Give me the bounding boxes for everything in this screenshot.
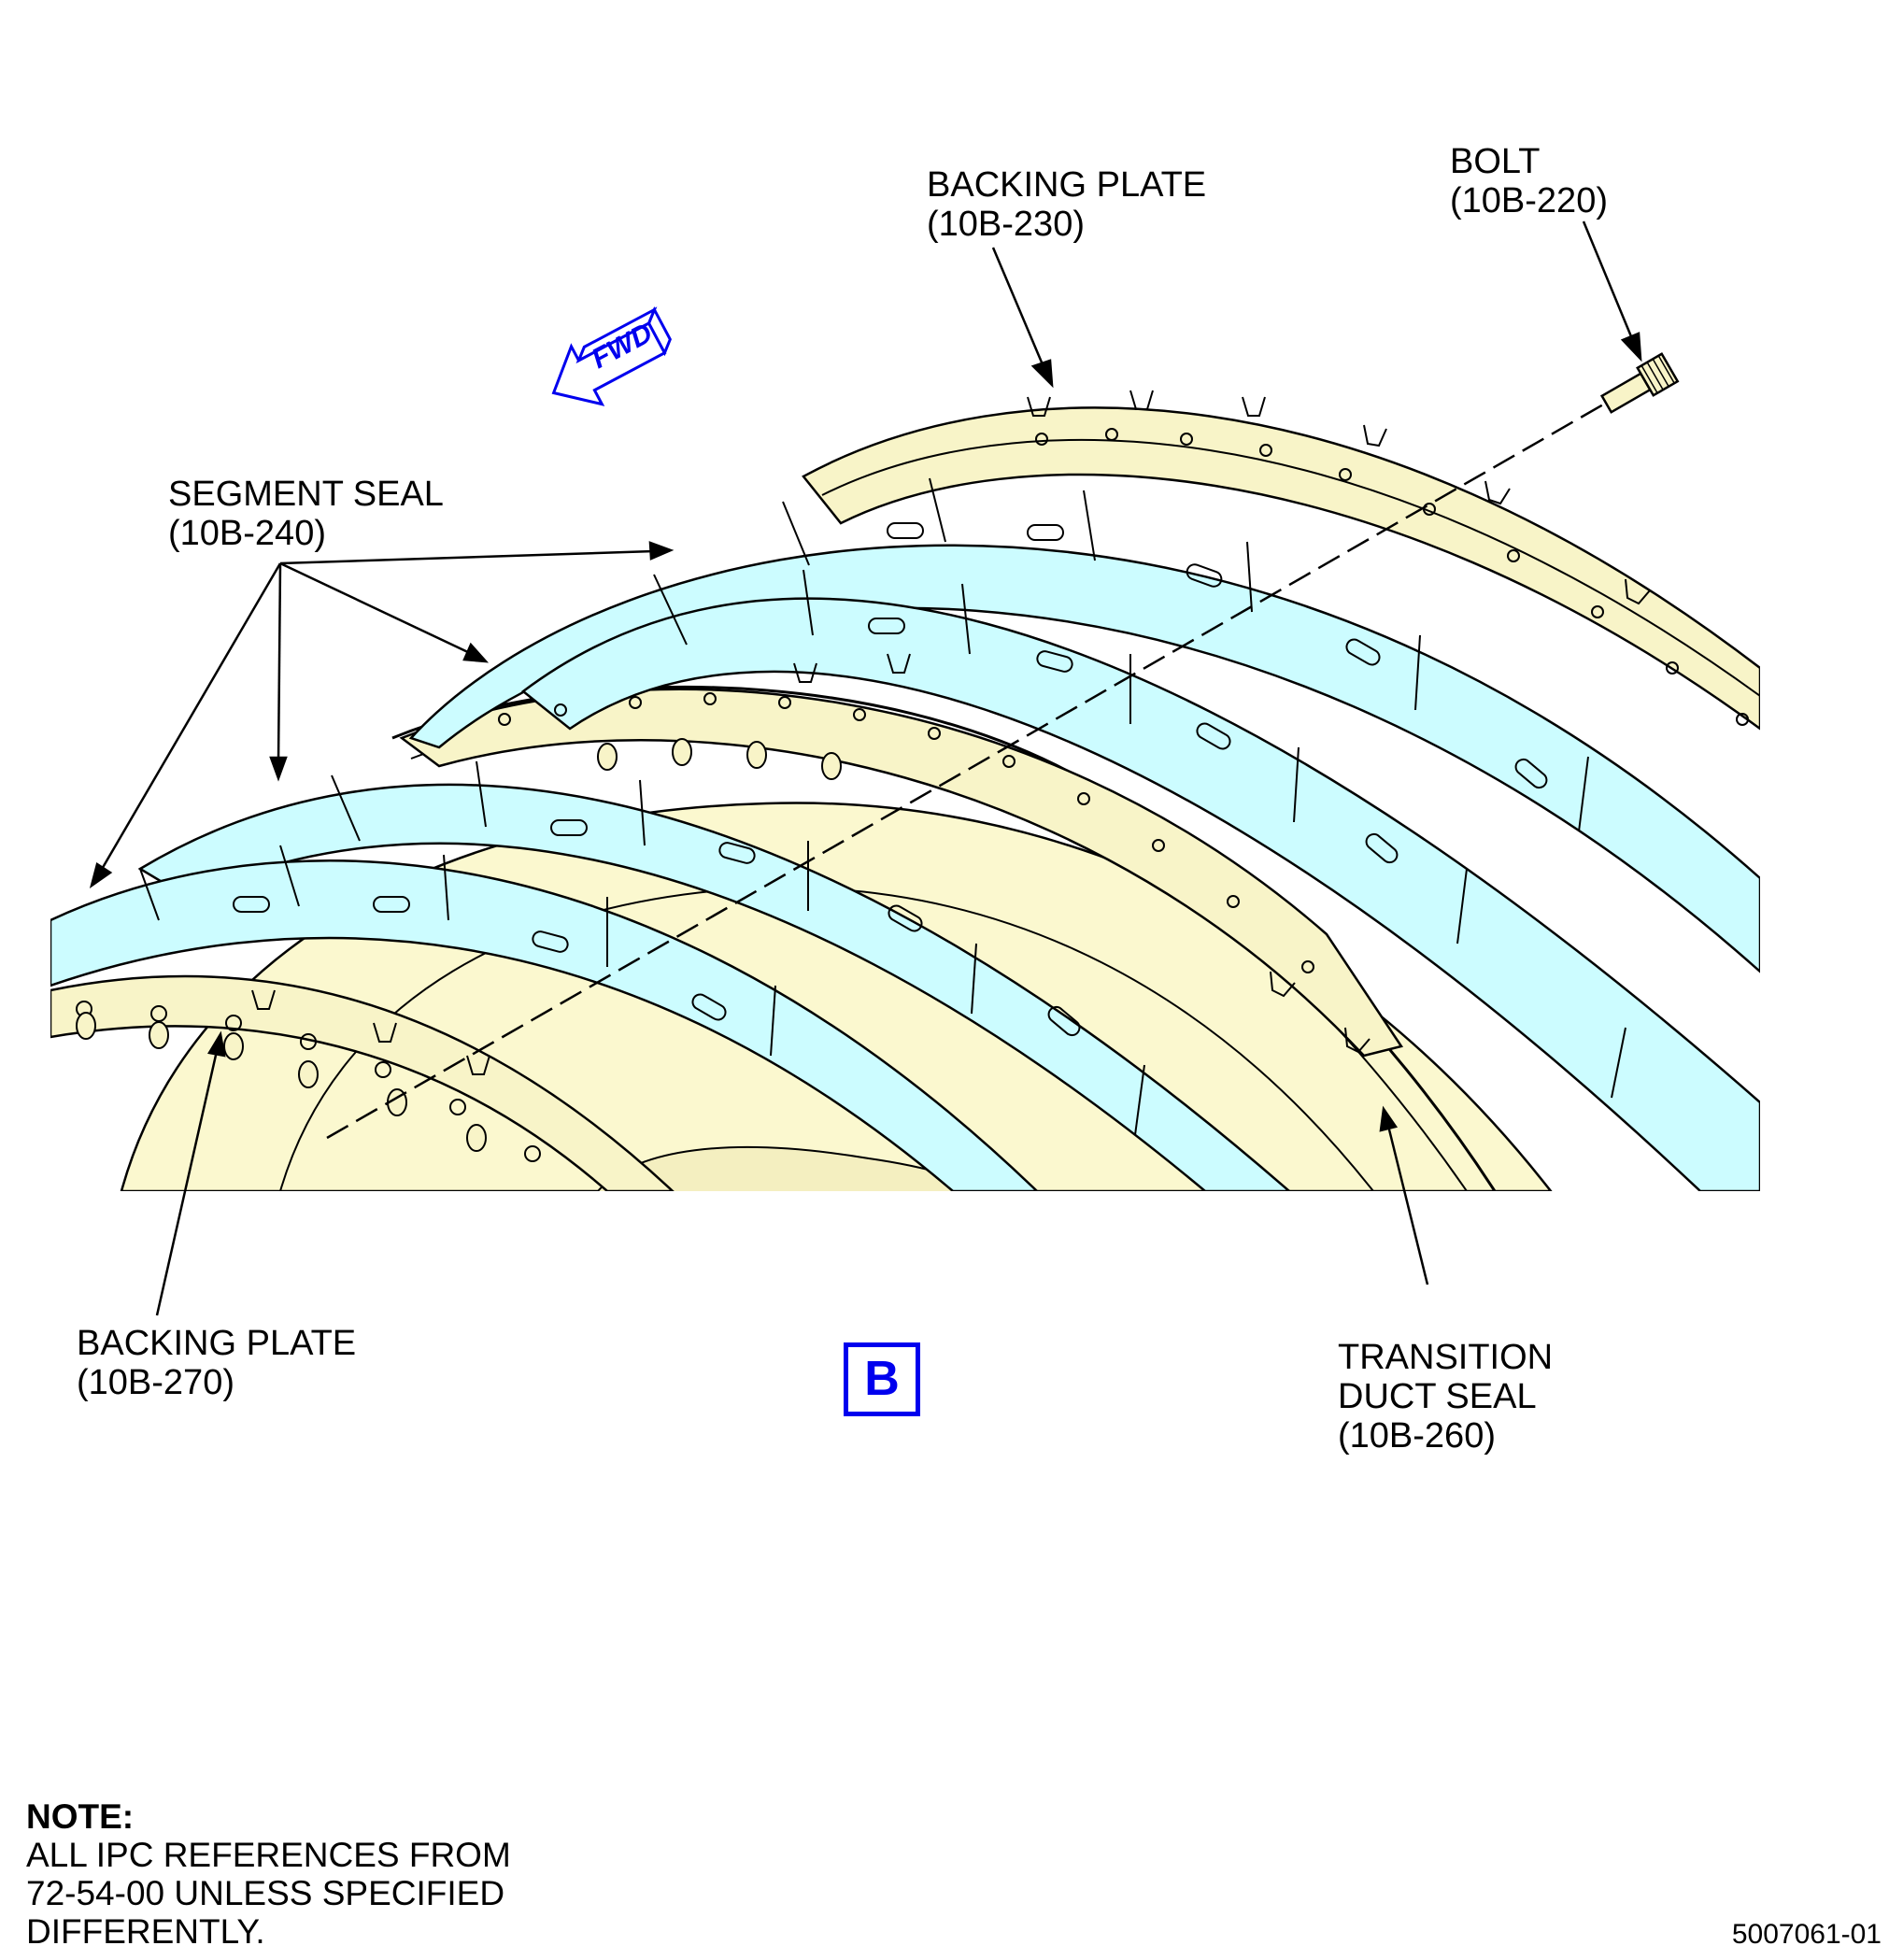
leader-lines <box>89 220 1642 1316</box>
label-segment-seal: SEGMENT SEAL (10B-240) <box>168 475 444 553</box>
label-bolt-ref: (10B-220) <box>1450 181 1608 220</box>
assembly-view <box>50 390 1760 1191</box>
label-transition-duct-seal-line2: DUCT SEAL <box>1338 1377 1537 1416</box>
note-line-3: DIFFERENTLY. <box>26 1912 265 1951</box>
segment-slots <box>233 522 1548 1037</box>
segment-seal-band-3 <box>137 783 1291 1191</box>
backing-plate-notches <box>251 390 1651 1075</box>
fwd-arrow <box>551 305 672 406</box>
bolt-centerline <box>326 395 1617 1140</box>
figure-number: 5007061-01 <box>1731 1919 1882 1950</box>
view-label-b: B <box>844 1342 920 1416</box>
note-line-2: 72-54-00 UNLESS SPECIFIED <box>26 1874 505 1912</box>
segment-dividers <box>139 477 1626 1136</box>
label-segment-seal-name: SEGMENT SEAL <box>168 475 444 514</box>
label-bolt: BOLT (10B-220) <box>1450 142 1608 220</box>
backing-plate-holes <box>76 428 1749 1162</box>
label-backing-plate-lower-name: BACKING PLATE <box>77 1324 357 1363</box>
fastener-heads <box>76 738 842 1152</box>
note-line-1: ALL IPC REFERENCES FROM <box>26 1836 511 1874</box>
label-backing-plate-lower: BACKING PLATE (10B-270) <box>77 1324 356 1402</box>
note-title: NOTE: <box>26 1797 135 1836</box>
label-transition-duct-seal-line1: TRANSITION <box>1338 1338 1554 1377</box>
label-backing-plate-upper: BACKING PLATE (10B-230) <box>927 165 1206 244</box>
backing-plate-middle <box>399 688 1404 1058</box>
note-block: NOTE: ALL IPC REFERENCES FROM 72-54-00 U… <box>26 1797 511 1951</box>
label-transition-duct-seal-ref: (10B-260) <box>1338 1416 1496 1456</box>
label-backing-plate-lower-ref: (10B-270) <box>77 1363 234 1402</box>
label-segment-seal-ref: (10B-240) <box>168 514 326 553</box>
label-transition-duct-seal: TRANSITION DUCT SEAL (10B-260) <box>1338 1338 1553 1456</box>
backing-plate-lower <box>50 974 675 1191</box>
segment-seal-band-2 <box>520 597 1760 1191</box>
label-bolt-name: BOLT <box>1450 142 1541 181</box>
label-backing-plate-upper-ref: (10B-230) <box>927 205 1085 244</box>
label-backing-plate-upper-name: BACKING PLATE <box>927 165 1207 205</box>
backing-plate-upper <box>802 406 1760 731</box>
bolt-part <box>1599 352 1680 414</box>
